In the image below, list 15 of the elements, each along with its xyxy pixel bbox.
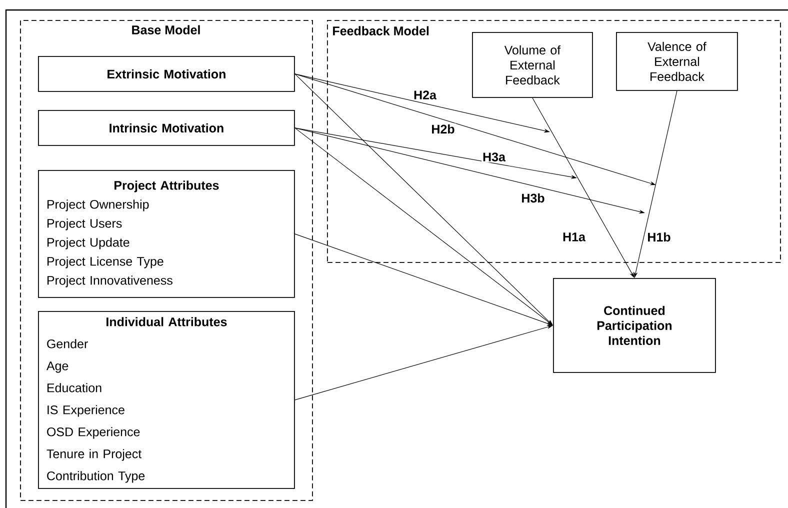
moderator-box: Volume of External Feedback bbox=[472, 32, 593, 98]
edge-label: H3a bbox=[482, 152, 506, 162]
outcome-box: Continued Participation Intention bbox=[553, 278, 716, 373]
attribute-box: Individual Attributes Gender Age Education IS Experience OSD Experience Tenure in Project Contribution Type bbox=[38, 310, 295, 489]
moderator-box: Valence of External Feedback bbox=[616, 32, 738, 91]
construct-box: Extrinsic Motivation bbox=[38, 56, 295, 92]
edge-label: H2a bbox=[412, 90, 438, 100]
edge-label: H1b bbox=[646, 231, 672, 243]
arrow bbox=[294, 128, 553, 326]
attribute-box: Project Attributes Project Ownership Project Users Project Update Project License Type Project Innovativeness bbox=[38, 170, 295, 298]
edge-label: H1a bbox=[562, 232, 586, 242]
edge-label: H2b bbox=[430, 123, 456, 135]
construct-box: Intrinsic Motivation bbox=[38, 110, 295, 146]
edge-label: H3b bbox=[520, 192, 546, 204]
arrow bbox=[294, 74, 553, 326]
